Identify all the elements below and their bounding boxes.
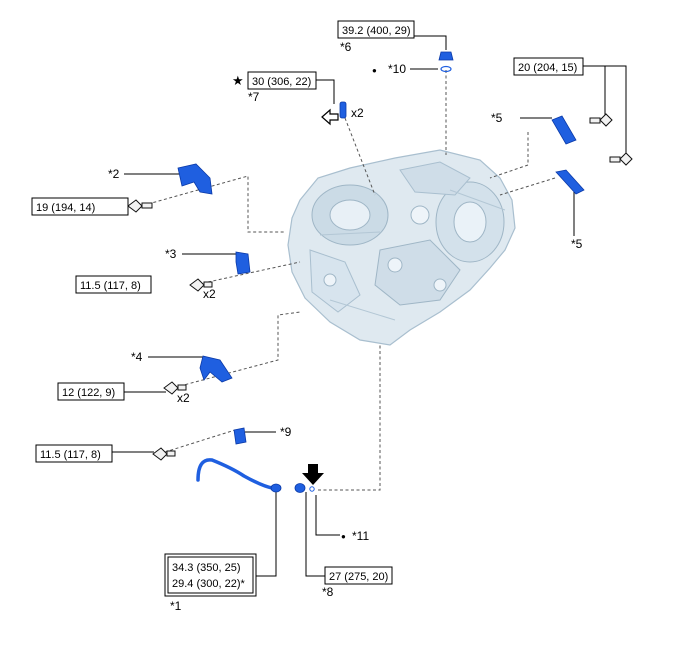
bracket-5-top-part — [551, 115, 577, 145]
bolt-20-top-icon — [589, 113, 613, 127]
hollow-arrow-icon — [321, 108, 339, 126]
transmission-assembly — [287, 149, 516, 346]
gasket-11-part — [309, 486, 315, 492]
callout-8: *8 — [322, 585, 334, 599]
bracket-5-bottom-part — [555, 169, 585, 195]
bracket-3-part — [235, 251, 251, 275]
quantity-bolt-4: x2 — [177, 391, 190, 405]
plug-6-part — [438, 51, 454, 61]
dot-10-symbol: ● — [372, 66, 377, 75]
union-8-part — [294, 483, 306, 493]
torque-30: 30 (306, 22) — [252, 76, 311, 88]
union-bolt-1-part — [270, 483, 282, 493]
quantity-labels: x2 x2 x2 — [177, 106, 364, 405]
torque-27: 27 (275, 20) — [329, 571, 388, 583]
callout-11: *11 — [352, 529, 369, 543]
callout-5-top: *5 — [491, 111, 503, 125]
plug-7-part — [339, 101, 347, 119]
bolt-11-5-b-icon — [152, 447, 176, 461]
blue-parts — [177, 51, 585, 493]
callout-3: *3 — [165, 247, 177, 261]
bracket-9-part — [233, 427, 247, 445]
callout-9: *9 — [280, 425, 292, 439]
star-symbol: ★ — [232, 73, 244, 88]
callout-6: *6 — [340, 40, 352, 54]
oil-cooler-tube-1-part — [196, 458, 274, 490]
leader-lines — [112, 35, 627, 577]
torque-29-4: 29.4 (300, 22)* — [172, 578, 245, 590]
torque-20: 20 (204, 15) — [518, 62, 577, 74]
quantity-plug-7: x2 — [351, 106, 364, 120]
torque-39-2: 39.2 (400, 29) — [342, 25, 411, 37]
callout-7: *7 — [248, 90, 260, 104]
torque-34-3: 34.3 (350, 25) — [172, 562, 241, 574]
torque-11-5-a: 11.5 (117, 8) — [80, 280, 141, 292]
bolts — [127, 113, 633, 461]
callout-10: *10 — [388, 62, 406, 76]
callout-5-bottom: *5 — [571, 237, 583, 251]
bolt-11-5-a-icon — [189, 278, 213, 292]
torque-spec-boxes: 39.2 (400, 29) 30 (306, 22) 20 (204, 15)… — [31, 20, 584, 597]
torque-11-5-b: 11.5 (117, 8) — [40, 449, 101, 461]
o-ring-10-part — [440, 65, 452, 73]
bracket-2-part — [177, 163, 213, 195]
bolt-12-icon — [163, 381, 187, 395]
torque-19: 19 (194, 14) — [36, 202, 95, 214]
quantity-bolt-3: x2 — [203, 287, 216, 301]
solid-down-arrow-icon — [302, 464, 324, 485]
callout-2: *2 — [108, 167, 120, 181]
dot-11-symbol: ● — [341, 532, 346, 541]
torque-12: 12 (122, 9) — [62, 387, 115, 399]
callout-4: *4 — [131, 350, 143, 364]
callout-1: *1 — [170, 599, 182, 613]
bracket-4-part — [199, 355, 233, 383]
callout-labels: *6 *7 ★ ● *10 *5 *5 *2 *3 *4 *9 ● *11 *1… — [108, 40, 583, 613]
bolt-19-icon — [127, 199, 153, 213]
bolt-20-bottom-icon — [609, 152, 633, 166]
